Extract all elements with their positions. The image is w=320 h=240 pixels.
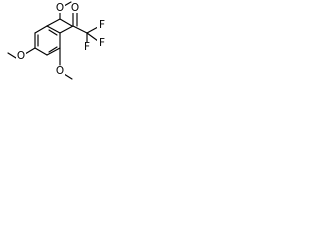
atom-labels: O O O O F F F (16, 2, 107, 77)
left-methoxy-group (7, 47, 36, 59)
f-bottom-label: F (99, 37, 105, 49)
f-top-label-bg (97, 20, 107, 30)
ring-bond-c1-c2 (59, 18, 73, 27)
benzene-ring (34, 18, 73, 56)
bottom-o-methyl-bond (63, 73, 73, 80)
left-o-methyl-bond (7, 52, 17, 59)
o-bottom-label-bg (55, 66, 65, 76)
ring-inner-double-bond-top (48, 29, 58, 36)
trifluoroacetyl-group (59, 11, 99, 44)
o-left-label-bg (16, 51, 26, 61)
ring-bond-c3-c4 (34, 25, 48, 34)
o-ketone-label: O (71, 2, 79, 14)
ring-bond-c8-c3 (46, 25, 61, 34)
ring-inner-double-bond-bottom (48, 46, 58, 53)
f-lower-label-bg (82, 42, 92, 52)
f-lower-label: F (84, 41, 90, 53)
o-bottom-label: O (56, 65, 64, 77)
ring-bond-c2-c3 (46, 18, 61, 27)
o-left-label: O (17, 50, 25, 62)
ring-bond-c6-c7 (46, 47, 61, 56)
top-o-methyl-bond (63, 1, 72, 7)
left-ring-o-bond (24, 47, 36, 55)
ring-bond-c5-c6 (34, 47, 48, 56)
o-top-label: O (56, 2, 64, 14)
chemical-structure-diagram: O O O O F F F (7, 1, 107, 80)
bottom-methoxy-group (59, 47, 73, 80)
cf3-top-f-bond (86, 26, 99, 34)
carbonyl-cf3-bond (72, 25, 88, 34)
cf3-bottom-f-bond (86, 32, 99, 42)
ring-carbonyl-bond (59, 25, 74, 34)
f-bottom-label-bg (97, 38, 107, 48)
o-top-label-bg (55, 3, 65, 13)
o-ketone-label-bg (70, 3, 80, 13)
f-top-label: F (99, 19, 105, 31)
